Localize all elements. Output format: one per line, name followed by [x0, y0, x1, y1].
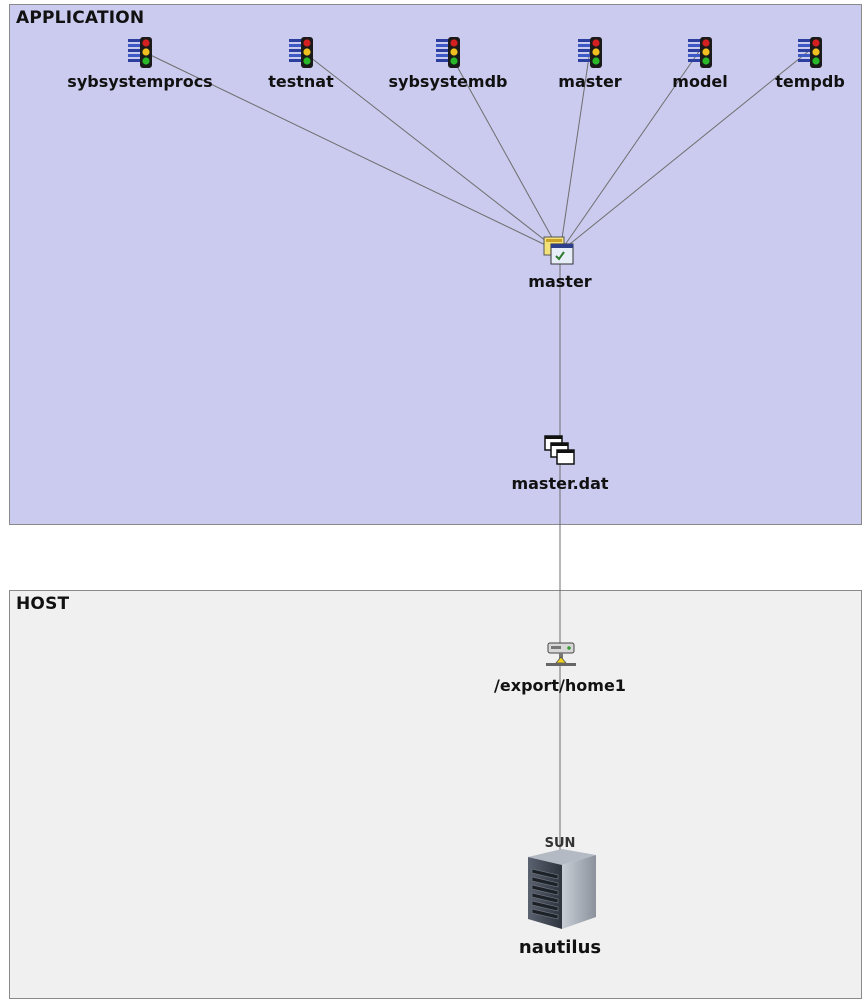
link-sybsystemdb [447, 49, 561, 253]
database-label: testnat [268, 72, 334, 91]
link-master-db [559, 49, 591, 253]
filesystem-label: /export/home1 [494, 676, 626, 695]
database-traffic-light-icon [436, 37, 460, 68]
database-label: model [672, 72, 728, 91]
link-model [559, 49, 701, 253]
device-file-icon [544, 435, 575, 465]
sun-server-icon [528, 849, 596, 929]
filesystem-icon [546, 642, 576, 666]
application-zone-title: APPLICATION [16, 8, 145, 28]
database-label: sybsystemdb [388, 72, 508, 91]
server-label: master [528, 272, 592, 291]
database-traffic-light-icon [688, 37, 712, 68]
link-testnat [300, 49, 561, 253]
database-traffic-light-icon [128, 37, 152, 68]
database-label: tempdb [775, 72, 845, 91]
database-traffic-light-icon [289, 37, 313, 68]
database-traffic-light-icon [798, 37, 822, 68]
database-server-icon [543, 236, 574, 265]
host-zone: HOST [9, 590, 862, 999]
link-tempdb [559, 49, 811, 253]
application-zone: APPLICATION [9, 4, 862, 525]
host-brand-label: SUN [544, 836, 576, 851]
host-zone-title: HOST [16, 594, 70, 614]
link-sybsystemprocs [139, 49, 561, 253]
database-traffic-light-icon [578, 37, 602, 68]
database-label: sybsystemprocs [67, 72, 213, 91]
database-label: master [558, 72, 622, 91]
host-label: nautilus [518, 937, 602, 958]
device-label: master.dat [511, 474, 609, 493]
